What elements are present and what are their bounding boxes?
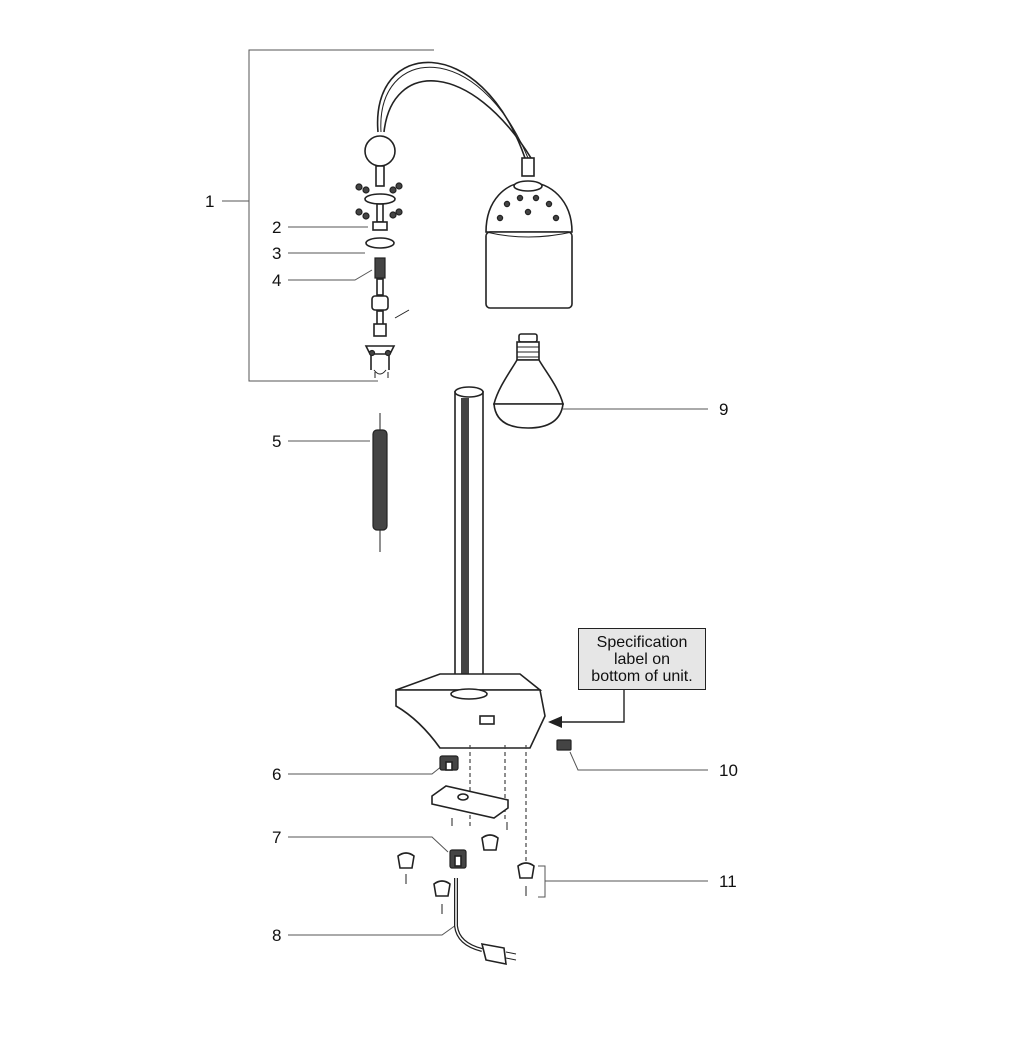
- callout-4: 4: [272, 271, 281, 290]
- lamp-shade: [485, 157, 573, 309]
- spec-label-line-3: bottom of unit.: [591, 667, 693, 685]
- callout-2: 2: [272, 218, 281, 237]
- rubber-feet: [397, 834, 535, 914]
- terminal-block: [439, 755, 459, 771]
- alignment-lines: [469, 745, 527, 862]
- spec-label-line-2: label on: [613, 650, 671, 668]
- specification-label-box: Specification label on bottom of unit.: [578, 628, 706, 690]
- callout-3: 3: [272, 244, 281, 263]
- lamp-arm-assembly: [355, 61, 532, 378]
- power-cord: [454, 878, 517, 966]
- vertical-post: [454, 386, 484, 703]
- callout-10: 10: [719, 761, 738, 780]
- spring-cord: [372, 413, 388, 552]
- base-housing: [395, 673, 546, 749]
- rocker-switch: [556, 739, 572, 751]
- callout-11: 11: [719, 872, 737, 891]
- callout-9: 9: [719, 400, 728, 419]
- spec-label-line-1: Specification: [596, 633, 688, 651]
- callout-6: 6: [272, 765, 281, 784]
- callout-1: 1: [205, 192, 214, 211]
- callout-8: 8: [272, 926, 281, 945]
- leader-lines: [222, 49, 708, 936]
- heat-bulb: [492, 333, 565, 429]
- strain-relief: [449, 849, 467, 869]
- callout-7: 7: [272, 828, 281, 847]
- mounting-plate: [431, 785, 509, 830]
- arrow-head: [548, 716, 562, 728]
- callout-5: 5: [272, 432, 281, 451]
